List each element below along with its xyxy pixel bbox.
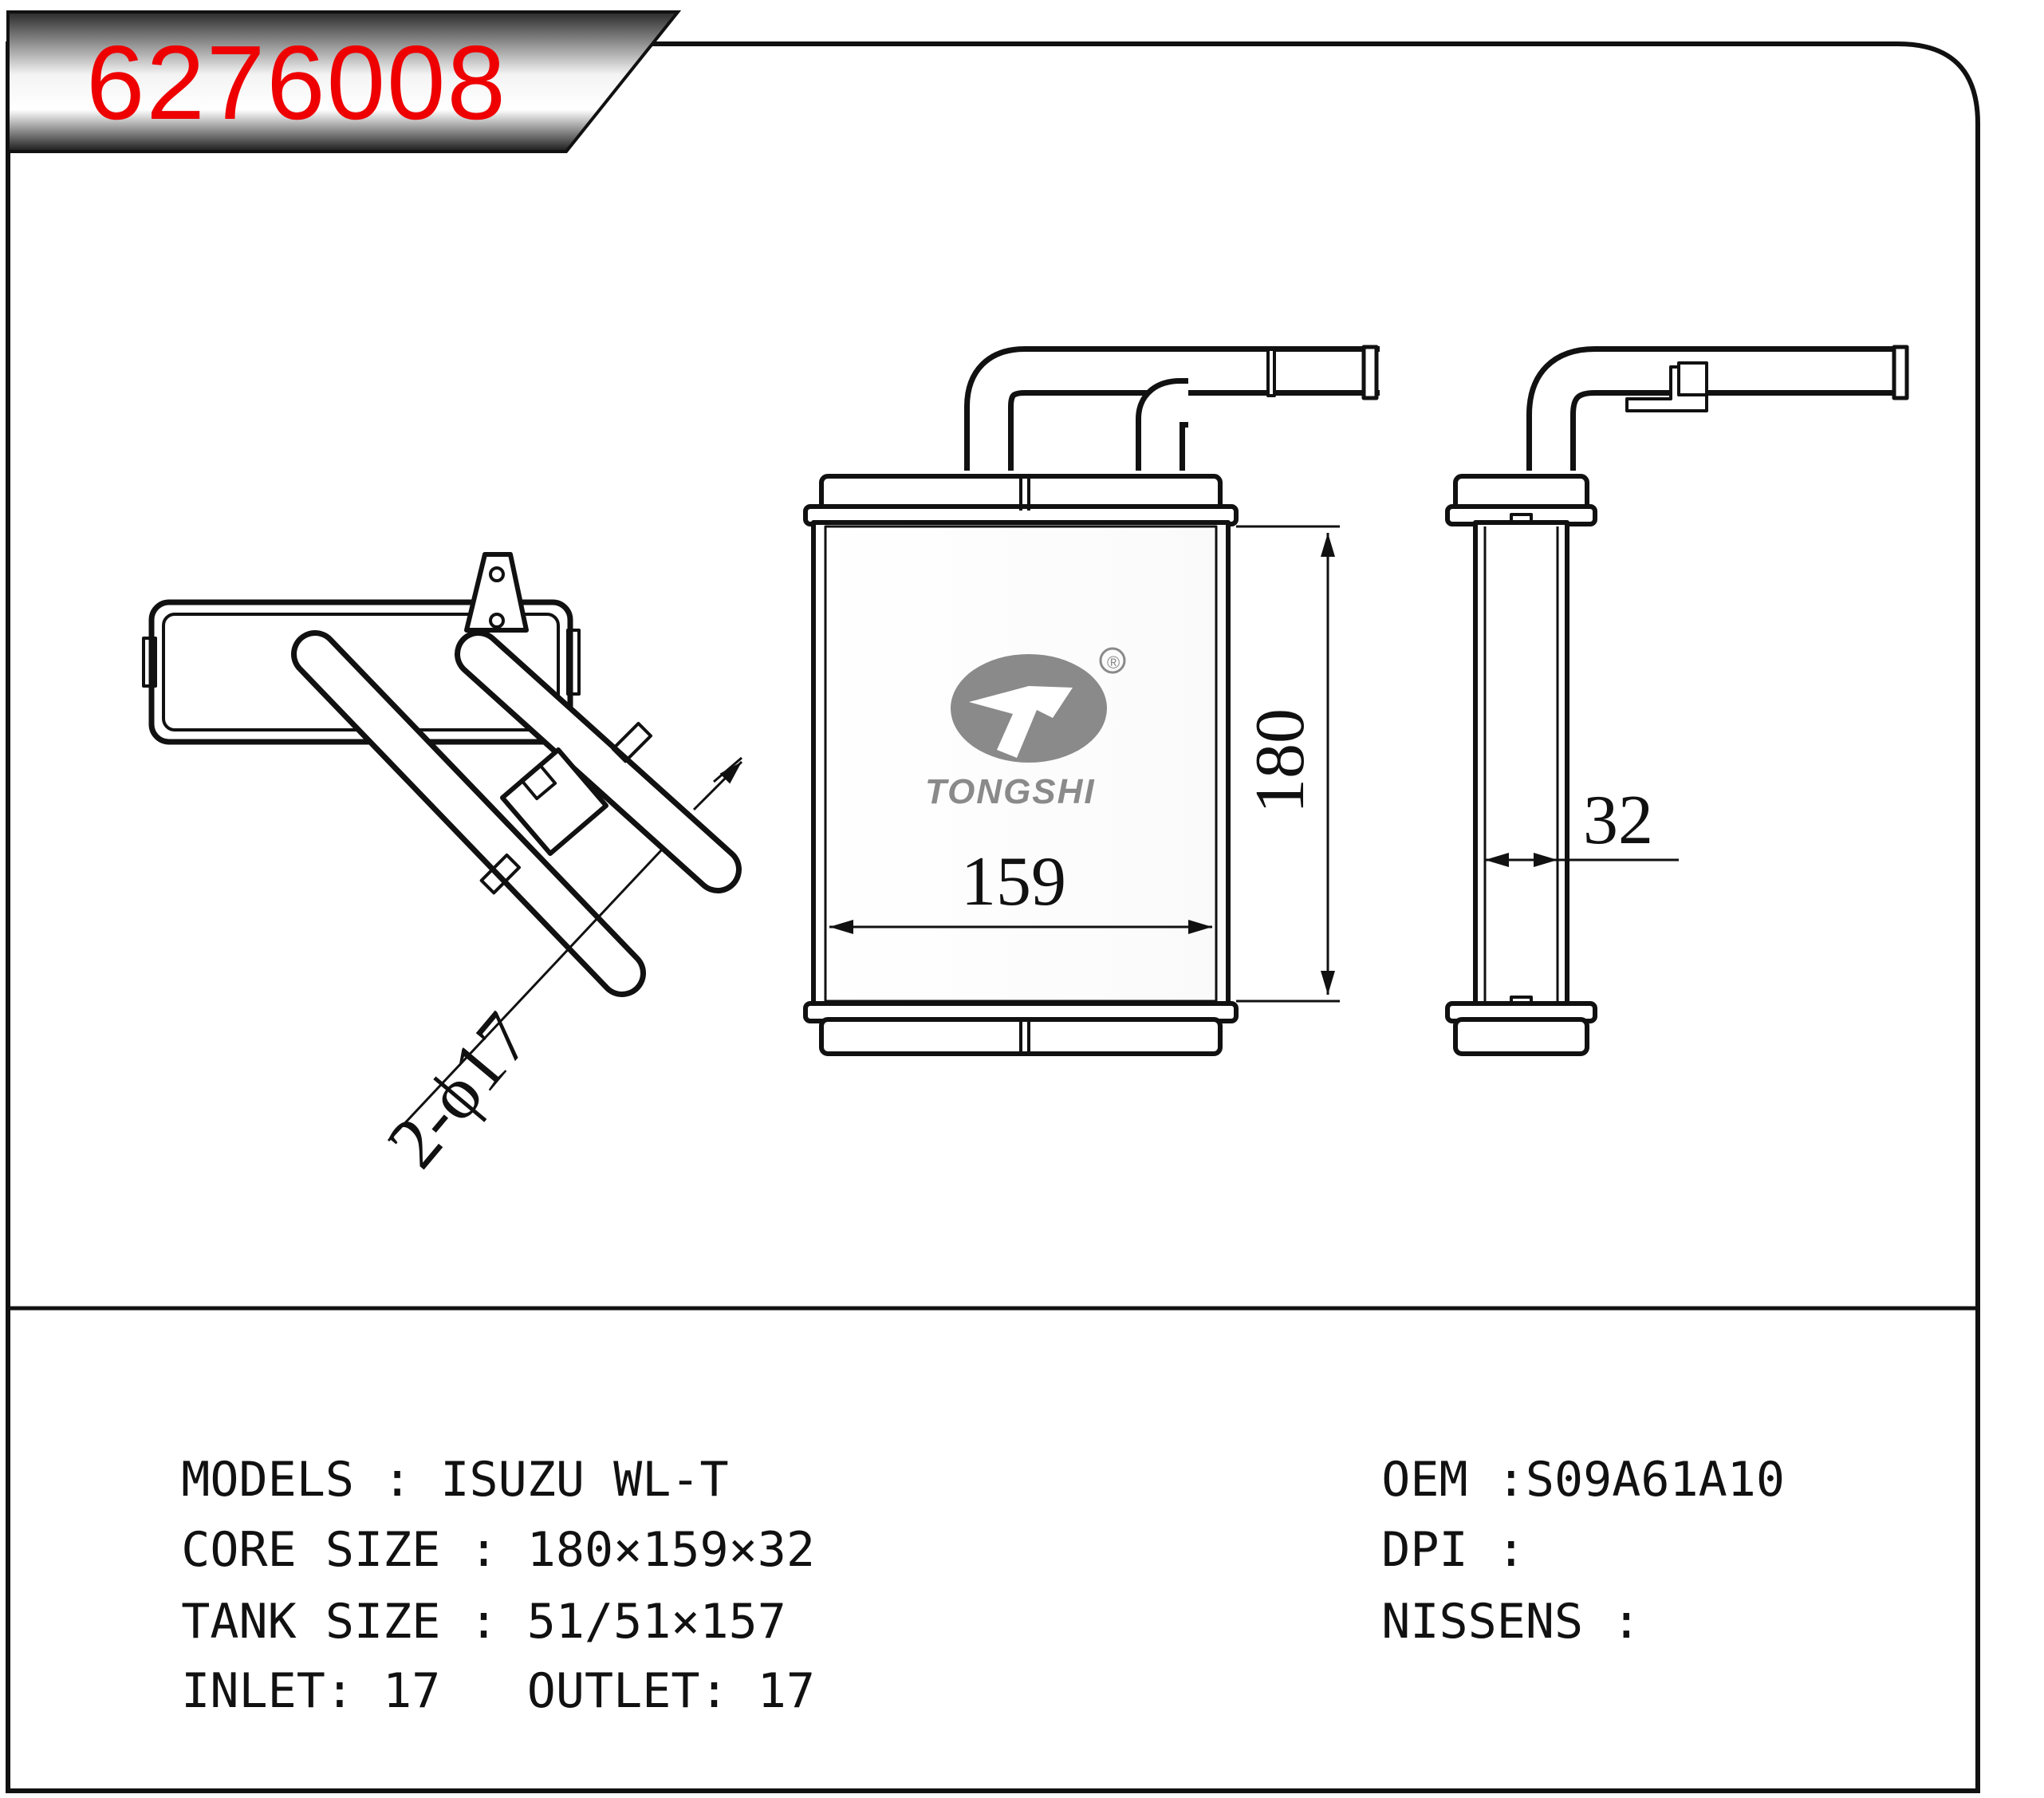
registered-mark-circle (1099, 647, 1126, 674)
spec-core-size: CORE SIZE : 180×159×32 (124, 1478, 815, 1574)
spec-models: MODELS : ISUZU WL-T (124, 1408, 728, 1504)
spec-inlet-value: 17 (383, 1663, 441, 1719)
side-view (1445, 345, 1909, 1056)
front-view-pipes (964, 345, 1380, 471)
spec-oem-value: S09A61A10 (1525, 1452, 1785, 1508)
logo-text: TONGSHI (925, 772, 1096, 811)
spec-inlet-label: INLET: (181, 1663, 384, 1719)
spec-dpi: DPI : (1324, 1478, 1526, 1574)
spec-core-size-value: 180×159×32 (526, 1522, 815, 1578)
spec-models-label: MODELS : (181, 1452, 441, 1508)
part-number-tab (6, 10, 682, 153)
spec-tank-size-label: TANK SIZE : (181, 1594, 527, 1650)
height-dimension-label: 180 (1242, 708, 1319, 814)
spec-outlet-value: 17 (757, 1663, 815, 1719)
side-view-core (1473, 520, 1569, 1007)
spec-nissens-label: NISSENS : (1381, 1594, 1641, 1650)
part-number: 6276008 (86, 24, 507, 141)
spec-outlet-label: OUTLET: (526, 1663, 758, 1719)
spec-nissens: NISSENS : (1324, 1550, 1640, 1646)
side-view-pipe (1526, 345, 1909, 471)
angled-view-pipe-2 (455, 630, 742, 893)
tongshi-logo: ® (951, 647, 1126, 763)
width-dimension-label: 159 (961, 843, 1066, 921)
angled-view-bracket (464, 552, 529, 633)
depth-dimension-label: 32 (1583, 782, 1653, 859)
spec-oem-label: OEM : (1381, 1452, 1526, 1508)
angled-view-pipe-1 (291, 630, 646, 997)
spec-dpi-label: DPI : (1381, 1522, 1526, 1578)
registered-mark: ® (1107, 653, 1120, 672)
spec-inlet-outlet: INLET: 17 OUTLET: 17 (124, 1619, 815, 1715)
front-view (803, 345, 1380, 1056)
spec-oem: OEM :S09A61A10 (1324, 1408, 1785, 1504)
spec-core-size-label: CORE SIZE : (181, 1522, 527, 1578)
spec-tank-size-value: 51/51×157 (526, 1594, 786, 1650)
front-view-core (811, 520, 1231, 1007)
outer-frame (6, 41, 1980, 1793)
angled-view (142, 552, 743, 1142)
spec-models-value: ISUZU WL-T (440, 1452, 729, 1508)
spec-tank-size: TANK SIZE : 51/51×157 (124, 1550, 786, 1646)
